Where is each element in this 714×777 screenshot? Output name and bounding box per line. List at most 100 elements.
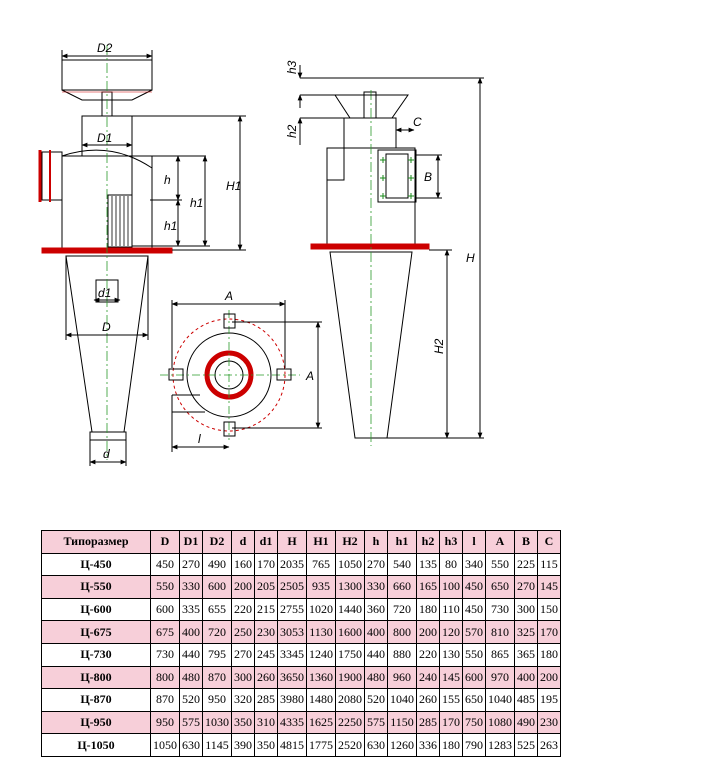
table-cell: 450 [150, 552, 180, 577]
header-d1: D1 [179, 530, 203, 554]
table-cell: 935 [306, 575, 336, 599]
row-name: Ц-450 [41, 552, 151, 577]
table-cell: 720 [202, 620, 232, 644]
table-cell: 960 [387, 665, 417, 690]
table-cell: 245 [254, 642, 278, 667]
table-cell: 250 [231, 620, 255, 644]
table-cell: 3053 [277, 620, 307, 644]
table-cell: 285 [254, 688, 278, 712]
table-cell: 650 [485, 575, 515, 599]
table-cell: 335 [179, 597, 203, 622]
table-cell: 540 [387, 552, 417, 577]
table-cell: 600 [202, 575, 232, 599]
label-B: B [424, 170, 432, 184]
table-cell: 180 [537, 642, 561, 667]
table-cell: 480 [179, 665, 203, 690]
table-cell: 1050 [150, 733, 180, 757]
front-view [38, 45, 246, 466]
table-cell: 330 [364, 575, 388, 599]
table-cell: 400 [514, 665, 538, 690]
table-cell: 730 [150, 642, 180, 667]
table-cell: 170 [439, 710, 463, 735]
side-view [297, 65, 484, 446]
table-cell: 490 [202, 552, 232, 577]
table-cell: 300 [231, 665, 255, 690]
table-cell: 240 [416, 665, 440, 690]
header-typesize: Типоразмер [41, 530, 151, 554]
table-cell: 145 [537, 575, 561, 599]
label-C: C [413, 115, 422, 129]
table-cell: 145 [439, 665, 463, 690]
table-cell: 480 [364, 665, 388, 690]
header-h2: H2 [335, 530, 365, 554]
table-cell: 655 [202, 597, 232, 622]
table-cell: 1050 [335, 552, 365, 577]
label-d: d [103, 447, 110, 461]
table-cell: 1130 [306, 620, 336, 644]
table-cell: 1600 [335, 620, 365, 644]
table-cell: 870 [202, 665, 232, 690]
table-cell: 215 [254, 597, 278, 622]
table-cell: 320 [231, 688, 255, 712]
header-l: l [462, 530, 486, 554]
table-cell: 1040 [387, 688, 417, 712]
table-cell: 350 [254, 733, 278, 757]
row-name: Ц-800 [41, 665, 151, 690]
table-cell: 260 [254, 665, 278, 690]
table-cell: 575 [364, 710, 388, 735]
label-d1: d1 [98, 286, 111, 300]
table-cell: 270 [514, 575, 538, 599]
table-cell: 110 [439, 597, 463, 622]
table-cell: 550 [462, 642, 486, 667]
table-cell: 1360 [306, 665, 336, 690]
table-cell: 485 [514, 688, 538, 712]
label-D2: D2 [97, 41, 113, 55]
table-cell: 130 [439, 642, 463, 667]
table-cell: 750 [462, 710, 486, 735]
label-h1-inner: h1 [164, 219, 177, 233]
table-cell: 310 [254, 710, 278, 735]
table-cell: 3980 [277, 688, 307, 712]
header-h1: H1 [306, 530, 336, 554]
table-cell: 795 [202, 642, 232, 667]
label-h: h [164, 173, 171, 187]
table-cell: 790 [462, 733, 486, 757]
table-cell: 570 [462, 620, 486, 644]
top-view [160, 300, 322, 452]
header-h2: h2 [416, 530, 440, 554]
table-cell: 300 [514, 597, 538, 622]
table-cell: 1300 [335, 575, 365, 599]
table-cell: 350 [231, 710, 255, 735]
table-cell: 225 [514, 552, 538, 577]
table-cell: 525 [514, 733, 538, 757]
label-H2: H2 [432, 338, 446, 354]
table-cell: 336 [416, 733, 440, 757]
table-cell: 950 [202, 688, 232, 712]
table-cell: 800 [150, 665, 180, 690]
header-b: B [514, 530, 538, 554]
table-cell: 150 [537, 597, 561, 622]
header-h3: h3 [439, 530, 463, 554]
header-h: H [277, 530, 307, 554]
table-cell: 400 [364, 620, 388, 644]
table-cell: 520 [179, 688, 203, 712]
table-cell: 870 [150, 688, 180, 712]
table-cell: 1283 [485, 733, 515, 757]
table-cell: 200 [537, 665, 561, 690]
table-cell: 80 [439, 552, 463, 577]
table-cell: 1150 [387, 710, 417, 735]
table-cell: 720 [387, 597, 417, 622]
table-cell: 263 [537, 733, 561, 757]
row-name: Ц-730 [41, 642, 151, 667]
table-cell: 550 [485, 552, 515, 577]
table-cell: 630 [179, 733, 203, 757]
header-d1: d1 [254, 530, 278, 554]
table-cell: 2755 [277, 597, 307, 622]
